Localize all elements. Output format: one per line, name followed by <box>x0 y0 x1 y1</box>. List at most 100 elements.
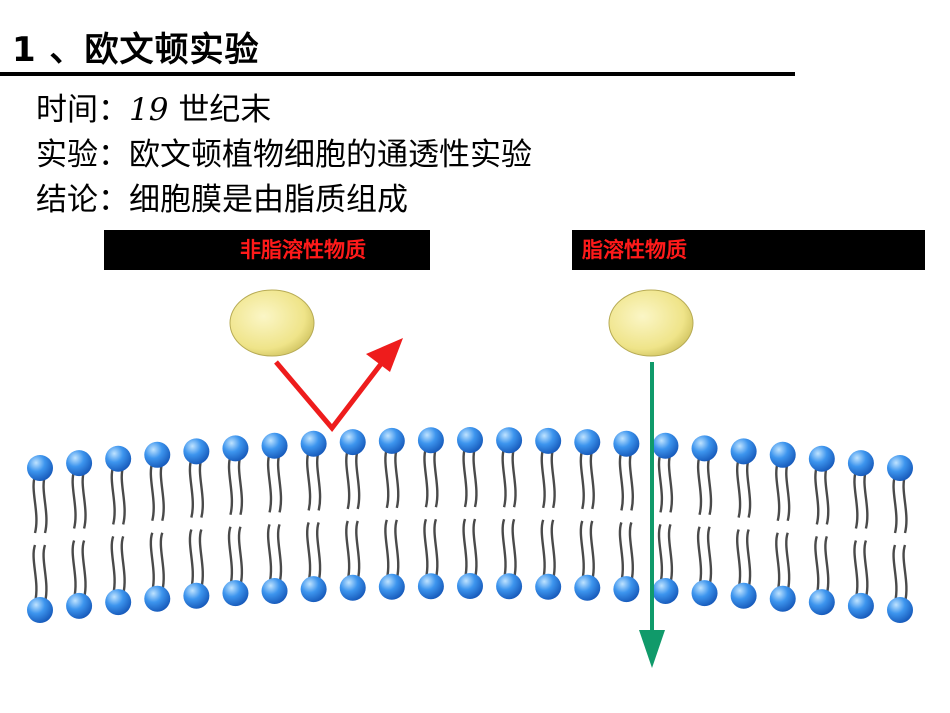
lipid-tail <box>853 540 859 599</box>
non-lipid-molecule <box>229 289 315 357</box>
lipid-tail <box>423 518 429 579</box>
lipid-tail <box>306 451 312 511</box>
lipid-tail <box>462 447 468 508</box>
lipid-tail <box>316 451 322 511</box>
lipid-tail <box>706 526 713 586</box>
lipid-head <box>417 573 444 600</box>
lipid-tail <box>394 448 400 509</box>
pass-through-arrow <box>639 362 665 668</box>
lipid-head <box>574 574 601 601</box>
lipid-head <box>691 435 718 462</box>
lipid-tail <box>120 466 126 525</box>
lipid-tail <box>579 520 585 581</box>
lipid-tail <box>667 523 674 584</box>
lipid-tail <box>511 447 517 508</box>
title-underline <box>0 72 795 76</box>
lipid-tail <box>110 466 116 525</box>
lipid-tail <box>462 518 468 579</box>
slide-title: 1 、欧文顿实验 <box>12 30 260 70</box>
lipid-tail <box>628 522 634 582</box>
lipid-tail <box>579 449 585 510</box>
time-line: 时间：19 世纪末 <box>36 92 271 128</box>
lipid-tail <box>785 532 791 591</box>
label-lipid-soluble: 脂溶性物质 <box>582 238 687 262</box>
lipid-head <box>27 455 53 481</box>
lipid-tail <box>345 520 351 581</box>
lipid-tail <box>746 529 752 589</box>
lipid-tail <box>276 523 283 584</box>
lipid-tail <box>589 520 595 581</box>
lipid-tail <box>657 523 664 584</box>
conclusion-value: 细胞膜是由脂质组成 <box>129 182 408 218</box>
conclusion-label: 结论： <box>36 182 129 218</box>
lipid-tail <box>511 518 517 579</box>
lipid-head <box>613 430 640 457</box>
lipid-head <box>496 427 523 454</box>
lipid-tail <box>316 522 322 582</box>
lipid-head <box>105 589 132 616</box>
lipid-tail <box>824 466 830 525</box>
time-label: 时间： <box>36 92 129 128</box>
lipid-head <box>769 585 796 612</box>
time-century: 19 <box>129 92 169 128</box>
lipid-heads <box>27 427 913 623</box>
lipid-head <box>300 430 327 457</box>
lipid-tail <box>266 453 273 513</box>
lipid-head <box>847 592 874 619</box>
lipid-tail <box>696 455 703 516</box>
lipid-tail <box>433 447 439 508</box>
lipid-head <box>730 438 757 465</box>
lipid-tail <box>501 447 507 508</box>
lipid-tail <box>110 536 116 595</box>
lipid-tail <box>746 458 752 518</box>
lipid-head <box>535 573 562 600</box>
label-box-non-lipid: 非脂溶性物质 <box>104 230 430 270</box>
lipid-head <box>808 589 835 616</box>
conclusion-line: 结论：细胞膜是由脂质组成 <box>36 182 408 218</box>
lipid-tail <box>736 529 742 589</box>
lipid-head <box>261 577 288 604</box>
lipid-tail <box>892 475 898 534</box>
label-box-lipid: 脂溶性物质 <box>572 230 925 270</box>
lipid-tail <box>540 448 546 509</box>
lipid-head <box>613 576 640 603</box>
lipid-head <box>339 574 366 601</box>
lipid-tail <box>736 458 742 518</box>
reflect-arrow <box>274 338 403 432</box>
lipid-tail <box>227 455 234 516</box>
lipid-tail <box>472 447 478 508</box>
lipid-tail <box>550 519 556 580</box>
lipid-tail <box>266 523 273 584</box>
label-non-lipid-soluble: 非脂溶性物质 <box>240 238 366 262</box>
lipid-tail <box>394 519 400 580</box>
lipid-head <box>378 427 405 454</box>
lipid-head <box>222 580 249 607</box>
lipid-head <box>457 427 483 453</box>
lipid-tail <box>149 532 155 591</box>
lipid-head <box>535 427 562 454</box>
lipid-tail <box>71 470 77 529</box>
lipid-tail <box>667 453 674 513</box>
lipid-head <box>769 441 796 468</box>
lipid-tail <box>550 448 556 509</box>
lipid-tail <box>237 455 244 516</box>
lipid-head <box>66 450 93 477</box>
lipid-tail <box>433 518 439 579</box>
lipid-tail <box>120 536 126 595</box>
lipid-head <box>417 427 444 454</box>
lipid-tail <box>42 475 48 534</box>
lipid-head <box>496 573 523 600</box>
lipid-tail <box>423 447 429 508</box>
lipid-tail <box>863 470 869 529</box>
lipid-head <box>144 585 171 612</box>
time-suffix: 世纪末 <box>178 92 272 128</box>
lipid-tail <box>159 532 165 591</box>
lipid-head <box>105 445 132 472</box>
lipid-tail <box>227 526 234 586</box>
lipid-head <box>847 450 874 477</box>
lipid-tail <box>863 540 869 599</box>
experiment-value: 欧文顿植物细胞的通透性实验 <box>129 137 532 173</box>
lipid-tail <box>628 451 634 511</box>
lipid-tail <box>902 544 908 603</box>
lipid-head <box>222 435 249 462</box>
